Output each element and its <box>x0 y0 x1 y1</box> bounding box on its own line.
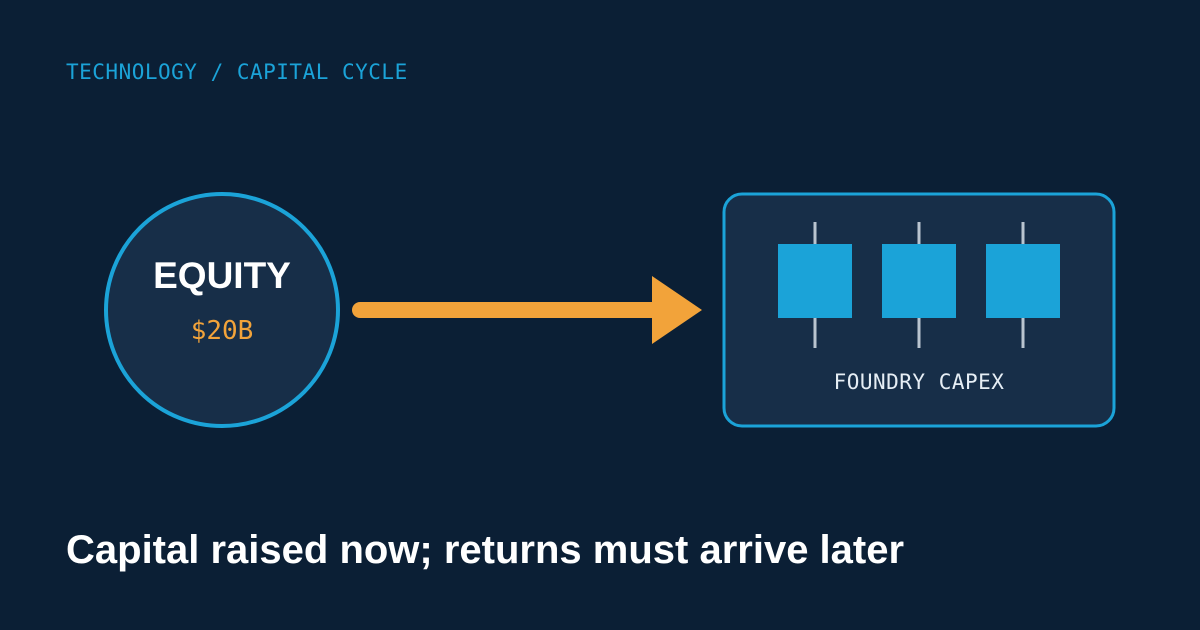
equity-circle <box>104 192 340 428</box>
chip-body <box>986 244 1060 318</box>
section-kicker: TECHNOLOGY / CAPITAL CYCLE <box>66 60 408 84</box>
chip-body <box>778 244 852 318</box>
flow-arrow <box>352 276 702 344</box>
chip-unit <box>778 222 852 348</box>
headline: Capital raised now; returns must arrive … <box>66 528 905 572</box>
equity-node: EQUITY $20B <box>104 192 340 428</box>
chip-group <box>778 222 1060 348</box>
arrow-head <box>652 276 702 344</box>
chip-body <box>882 244 956 318</box>
equity-label: EQUITY <box>153 255 291 296</box>
chip-unit <box>986 222 1060 348</box>
foundry-panel: FOUNDRY CAPEX <box>722 192 1116 428</box>
equity-amount: $20B <box>191 316 254 346</box>
chip-unit <box>882 222 956 348</box>
foundry-label: FOUNDRY CAPEX <box>834 370 1005 394</box>
